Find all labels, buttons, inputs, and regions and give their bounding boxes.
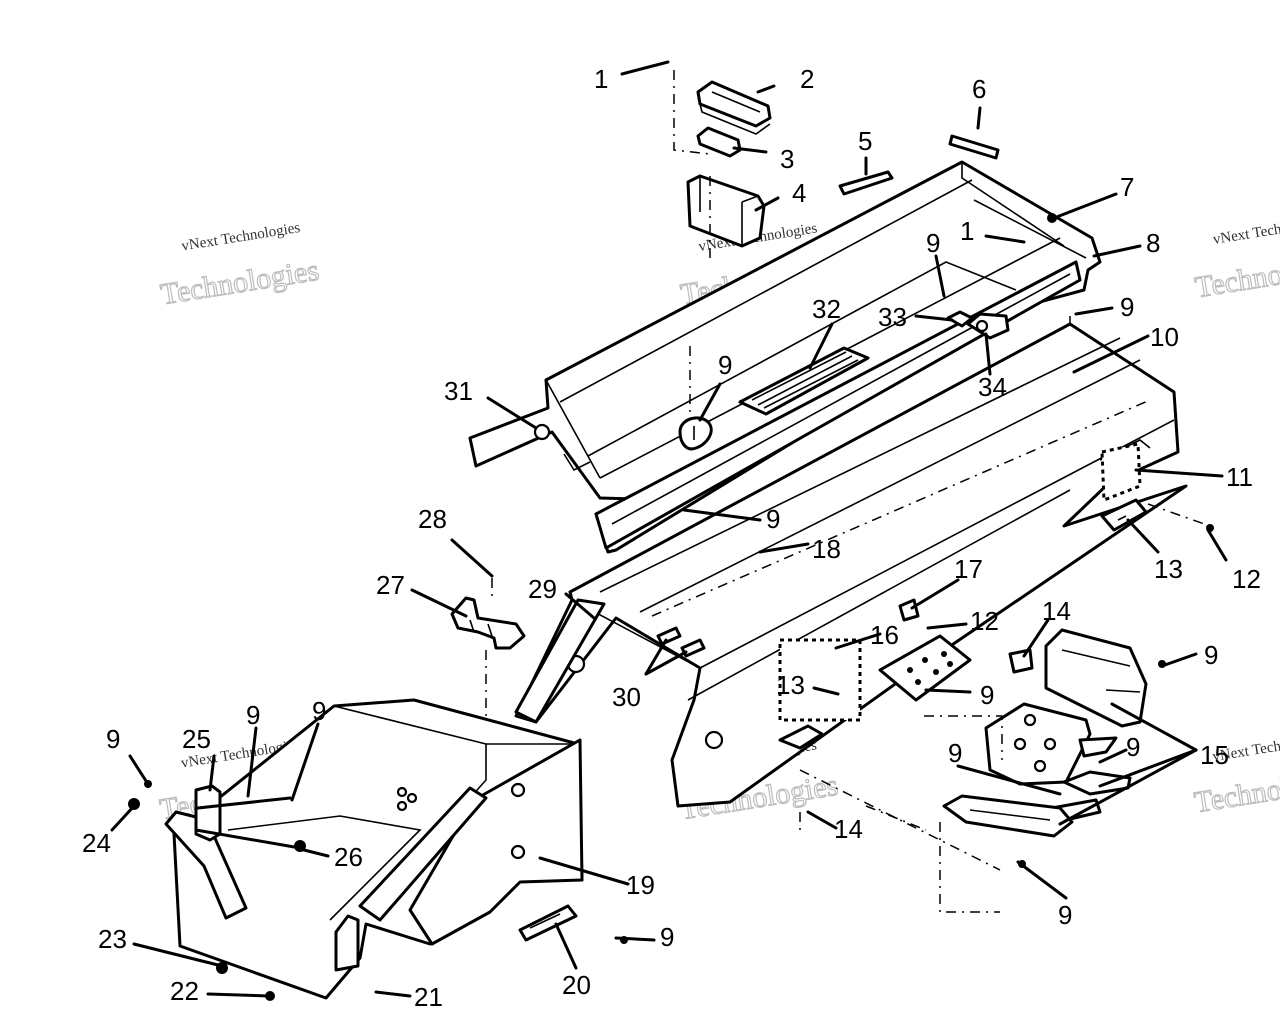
watermark-top-left: Technologies vNext Technologies <box>158 220 322 312</box>
callout-25: 25 <box>182 724 211 754</box>
callout-18: 18 <box>812 534 841 564</box>
svg-text:vNext Technologies: vNext Technologies <box>1212 213 1280 248</box>
axis-line-15 <box>799 715 1003 871</box>
callout-9-lever-left: 9 <box>106 724 120 754</box>
callout-9-lever-right: 9 <box>312 696 326 726</box>
callout-9-chassis-top: 9 <box>766 504 780 534</box>
part-27-bracket <box>450 596 526 650</box>
part-15-lower-bracket <box>942 794 1074 838</box>
part-3-pad <box>696 126 742 158</box>
callout-5: 5 <box>858 126 872 156</box>
callout-9-bracket-20: 9 <box>660 922 674 952</box>
callout-12-right: 12 <box>1232 564 1261 594</box>
callout-7: 7 <box>1120 172 1134 202</box>
axis-line-right <box>799 503 1211 913</box>
callout-23: 23 <box>98 924 127 954</box>
part-6-strip <box>948 134 1000 160</box>
part-5-strip <box>838 170 894 196</box>
callout-30: 30 <box>612 682 641 712</box>
callout-13-center: 13 <box>776 670 805 700</box>
callout-31: 31 <box>444 376 473 406</box>
svg-text:vNext Technologies: vNext Technologies <box>180 220 301 255</box>
callout-29: 29 <box>528 574 557 604</box>
part-2-cap <box>696 80 772 135</box>
callout-9-vent: 9 <box>980 680 994 710</box>
callout-9-mount-right: 9 <box>1126 732 1140 762</box>
callout-22: 22 <box>170 976 199 1006</box>
callout-12-center: 12 <box>970 606 999 636</box>
svg-text:Technologies: Technologies <box>1192 762 1280 820</box>
part-24-lever <box>164 810 248 920</box>
callout-labels: 1 2 3 4 5 6 7 1 8 9 9 33 32 10 34 31 9 1… <box>82 64 1261 1012</box>
axis-line-top <box>673 70 711 264</box>
part-33-clip <box>946 310 974 328</box>
part-26-rod <box>194 796 302 850</box>
callout-9-tunnel-top: 9 <box>926 228 940 258</box>
leader-lines <box>110 60 1228 1001</box>
part-4-housing <box>686 174 766 248</box>
callout-1: 1 <box>594 64 608 94</box>
part-14-housing <box>1008 628 1148 728</box>
svg-text:Technologies: Technologies <box>1193 247 1280 305</box>
callout-3: 3 <box>780 144 794 174</box>
watermark-top-right: Technologies vNext Technologies <box>1192 213 1280 305</box>
part-20-bracket <box>518 904 578 942</box>
callout-9-lower-right: 9 <box>1058 900 1072 930</box>
callout-6: 6 <box>972 74 986 104</box>
callout-33: 33 <box>878 302 907 332</box>
callout-26: 26 <box>334 842 363 872</box>
callout-24: 24 <box>82 828 111 858</box>
callout-1-tunnel: 1 <box>960 216 974 246</box>
callout-34: 34 <box>978 372 1007 402</box>
callout-9-keyhole: 9 <box>718 350 732 380</box>
part-17-decal <box>898 598 920 622</box>
callout-15: 15 <box>1200 740 1229 770</box>
callout-8: 8 <box>1146 228 1160 258</box>
callout-21: 21 <box>414 982 443 1012</box>
callout-14-upper: 14 <box>1042 596 1071 626</box>
part-19-front-frame <box>172 698 584 1000</box>
callout-9-housing: 9 <box>1204 640 1218 670</box>
callout-16: 16 <box>870 620 899 650</box>
callout-17: 17 <box>954 554 983 584</box>
part-16-vent-plate <box>878 634 972 702</box>
callout-9-mount-left: 9 <box>948 738 962 768</box>
callout-4: 4 <box>792 178 806 208</box>
part-11-bracket <box>1100 498 1148 532</box>
callout-11: 11 <box>1226 462 1253 492</box>
callout-20: 20 <box>562 970 591 1000</box>
callout-10: 10 <box>1150 322 1179 352</box>
callout-9-lever-mid: 9 <box>246 700 260 730</box>
part-29-side-panel <box>514 598 606 724</box>
callout-13-right: 13 <box>1154 554 1183 584</box>
callout-19: 19 <box>626 870 655 900</box>
tunnel-frame <box>468 160 1102 554</box>
callout-27: 27 <box>376 570 405 600</box>
part-24-bolt <box>128 798 140 810</box>
callout-9-tunnel-right: 9 <box>1120 292 1134 322</box>
callout-14-lower: 14 <box>834 814 863 844</box>
callout-2: 2 <box>800 64 814 94</box>
callout-32: 32 <box>812 294 841 324</box>
svg-text:Technologies: Technologies <box>158 254 321 312</box>
keyhole-opening <box>678 416 713 451</box>
callout-28: 28 <box>418 504 447 534</box>
axis-line-27 <box>485 578 493 750</box>
chassis-body <box>514 322 1188 808</box>
